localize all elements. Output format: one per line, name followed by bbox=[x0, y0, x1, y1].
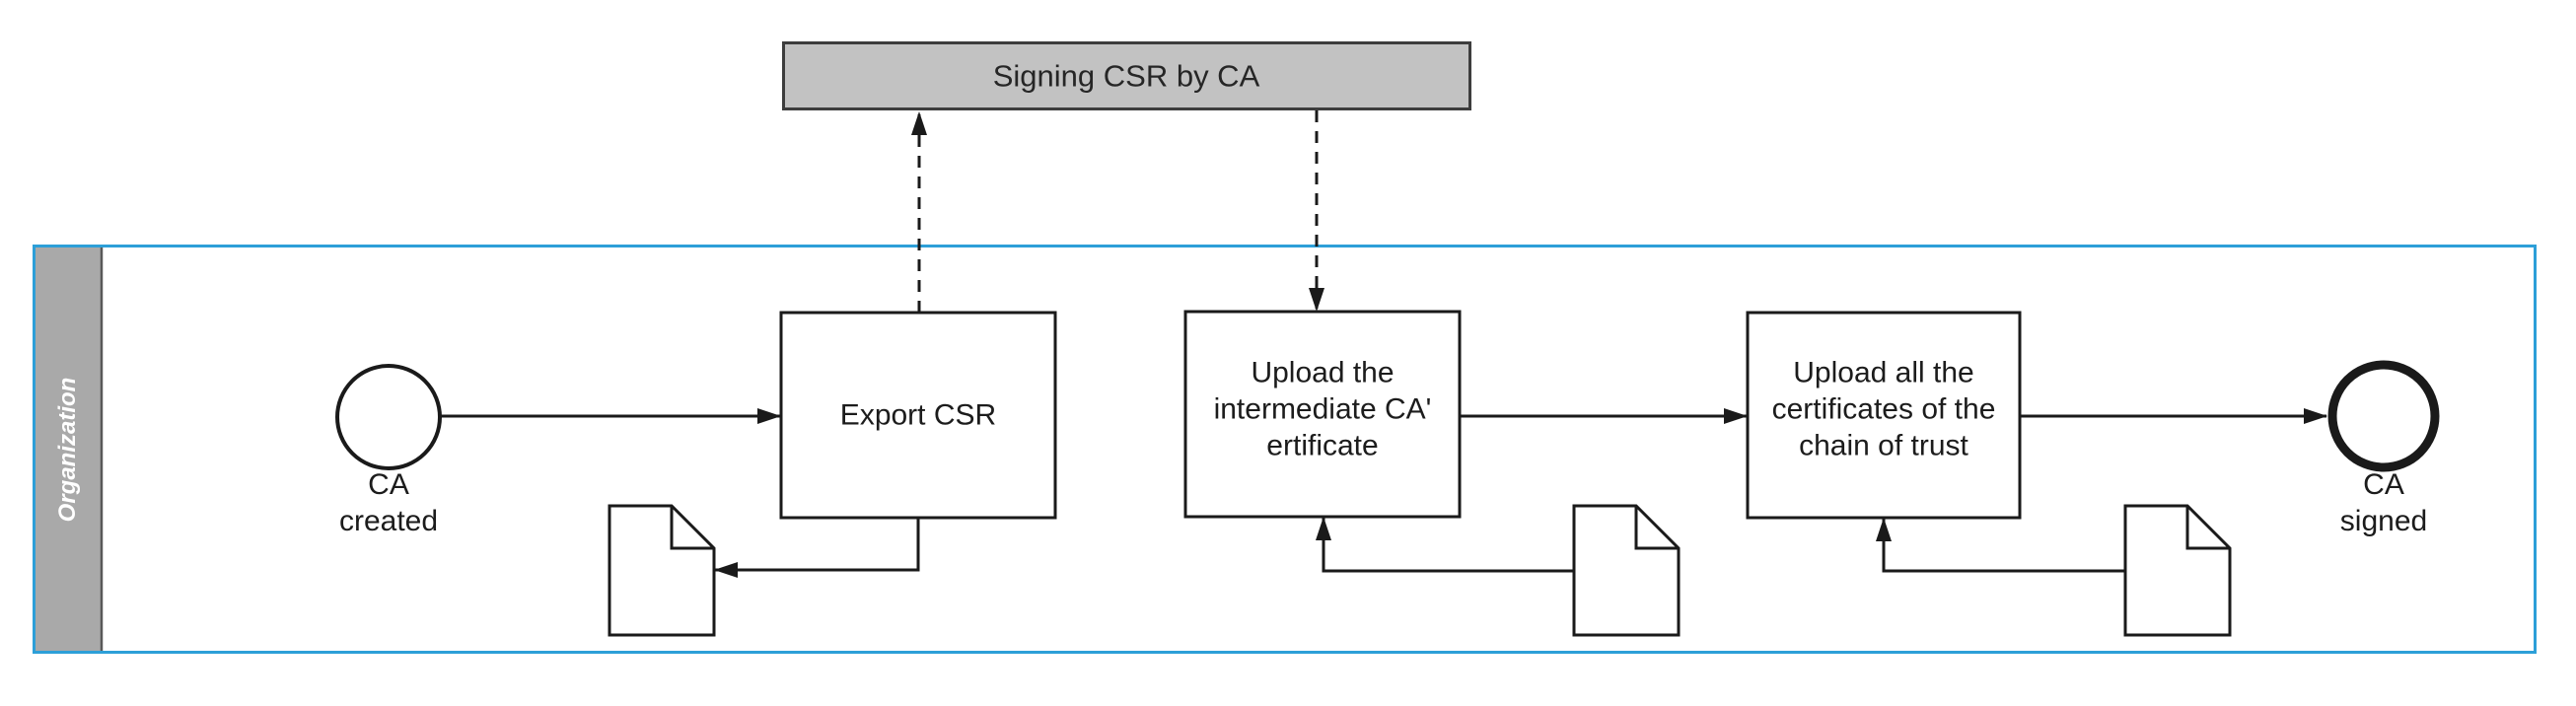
signing-csr-title-box[interactable] bbox=[782, 41, 1471, 110]
task-export-csr-label: Export CSR bbox=[840, 397, 996, 434]
document-icon-1[interactable] bbox=[608, 504, 716, 637]
data-flow-document-to-chain[interactable] bbox=[1876, 518, 2125, 573]
task-upload-chain-of-trust[interactable] bbox=[1746, 311, 2022, 520]
organization-lane-header[interactable] bbox=[36, 247, 101, 651]
end-event-circle[interactable] bbox=[2327, 360, 2440, 472]
start-event-label: CA created bbox=[339, 466, 438, 539]
task-label-line: Export CSR bbox=[839, 398, 997, 432]
event-label-line: CA bbox=[2363, 468, 2404, 501]
task-label-line: Upload the bbox=[1251, 356, 1395, 389]
task-label-line: certificates of the bbox=[1771, 392, 1996, 426]
document-icon-2[interactable] bbox=[1572, 504, 1681, 637]
lane-label: Organization bbox=[54, 377, 81, 523]
event-label-line: signed bbox=[2339, 505, 2428, 537]
event-label-line: CA bbox=[368, 468, 409, 501]
title-box-label: Signing CSR by CA bbox=[992, 58, 1260, 94]
data-flow-document-to-intermediate[interactable] bbox=[1316, 517, 1574, 573]
event-label-line: created bbox=[338, 505, 439, 537]
task-upload-chain-label: Upload all the certificates of the chain… bbox=[1772, 355, 1996, 464]
end-event-label: CA signed bbox=[2340, 466, 2427, 539]
task-upload-intermediate-certificate[interactable] bbox=[1183, 310, 1462, 519]
task-upload-intermediate-label: Upload the intermediate CA' ertificate bbox=[1214, 355, 1432, 464]
data-flow-export-to-document[interactable] bbox=[714, 518, 920, 578]
task-label-line: ertificate bbox=[1266, 429, 1379, 462]
start-event-circle[interactable] bbox=[335, 364, 442, 470]
task-export-csr[interactable] bbox=[779, 311, 1057, 520]
task-label-line: chain of trust bbox=[1799, 429, 1968, 462]
task-label-line: Upload all the bbox=[1793, 356, 1974, 389]
document-icon-3[interactable] bbox=[2123, 504, 2232, 637]
task-label-line: intermediate CA' bbox=[1213, 392, 1432, 426]
